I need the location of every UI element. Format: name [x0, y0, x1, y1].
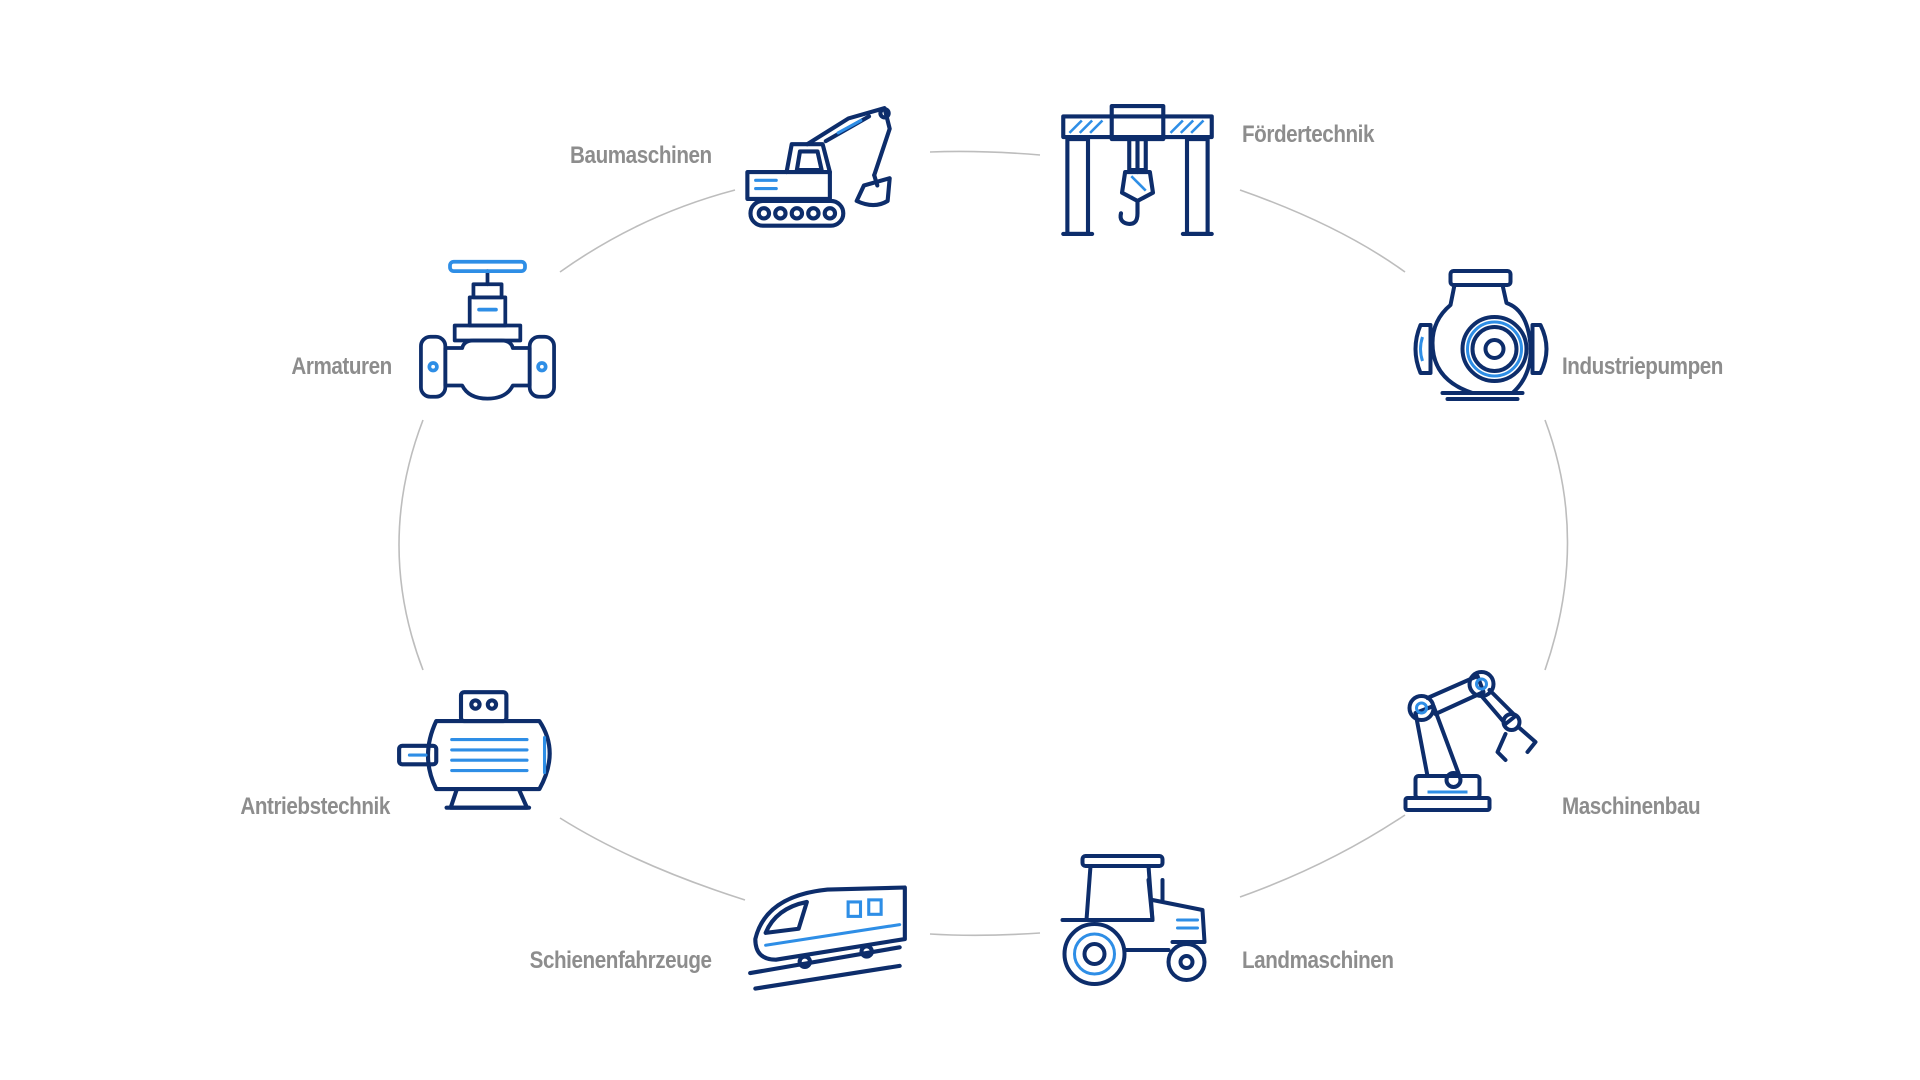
- node-label-armaturen: Armaturen: [291, 353, 393, 380]
- node-label-industriepumpen: Industriepumpen: [1562, 353, 1723, 380]
- node-label-landmaschinen: Landmaschinen: [1242, 947, 1394, 974]
- node-label-antriebstechnik: Antriebstechnik: [240, 793, 390, 820]
- node-label-baumaschinen: Baumaschinen: [570, 142, 712, 169]
- gantry-crane-icon: [1055, 95, 1220, 245]
- tractor-icon: [1050, 850, 1215, 1000]
- valve-icon: [405, 258, 570, 408]
- robot-arm-icon: [1395, 668, 1560, 818]
- node-label-maschinenbau: Maschinenbau: [1562, 793, 1701, 820]
- excavator-icon: [735, 95, 900, 245]
- node-label-schienenfahrzeuge: Schienenfahrzeuge: [530, 947, 712, 974]
- centrifugal-pump-icon: [1400, 265, 1565, 415]
- node-label-foerdertechnik: Fördertechnik: [1242, 121, 1375, 148]
- electric-motor-icon: [395, 678, 560, 828]
- train-icon: [745, 862, 910, 1012]
